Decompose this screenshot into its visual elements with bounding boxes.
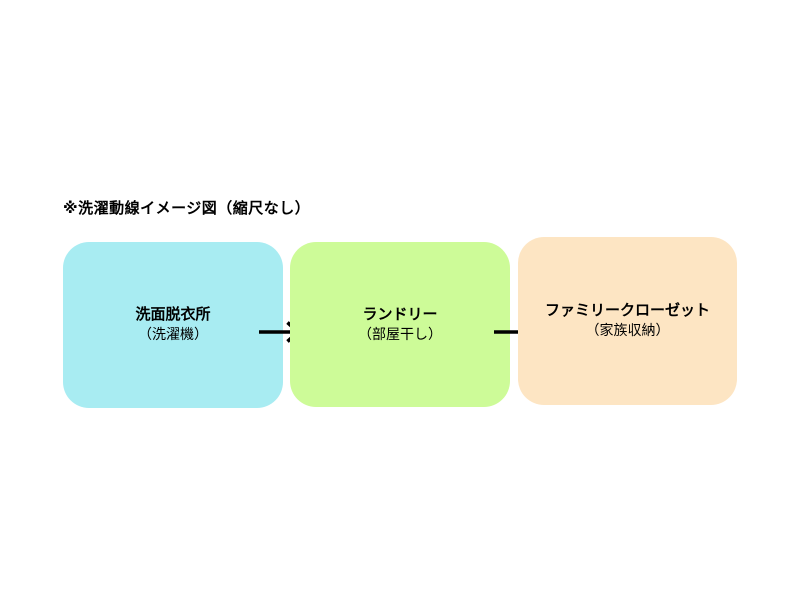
node-laundry-sublabel: （部屋干し） bbox=[358, 326, 442, 343]
node-laundry: ランドリー （部屋干し） bbox=[290, 242, 510, 407]
node-family-closet: ファミリークローゼット （家族収納） bbox=[518, 237, 737, 405]
node-washroom-sublabel: （洗濯機） bbox=[138, 327, 208, 343]
node-washroom-label: 洗面脱衣所 bbox=[135, 305, 211, 323]
node-family-closet-label: ファミリークローゼット bbox=[544, 301, 710, 319]
node-washroom: 洗面脱衣所 （洗濯機） bbox=[63, 242, 283, 408]
node-laundry-label: ランドリー bbox=[362, 304, 438, 323]
diagram-title: ※洗濯動線イメージ図（縮尺なし） bbox=[63, 199, 311, 217]
node-family-closet-sublabel: （家族収納） bbox=[585, 323, 670, 339]
